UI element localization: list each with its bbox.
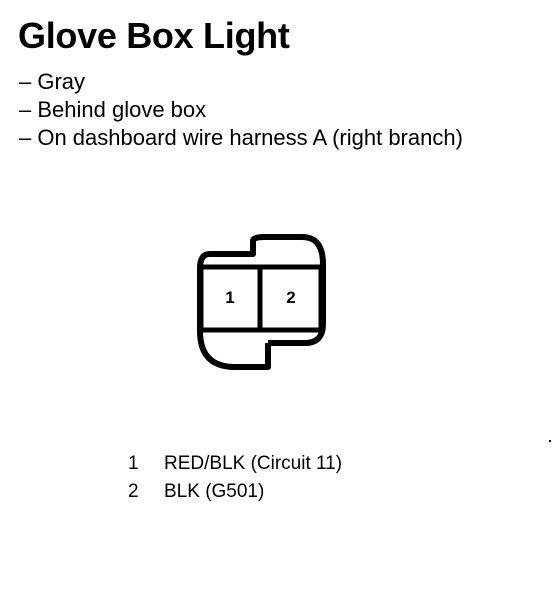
connector-diagram: 1 2 — [197, 234, 326, 370]
pin-number: 2 — [128, 481, 139, 502]
pin-number: 1 — [128, 453, 139, 474]
cavity-label-2: 2 — [286, 288, 295, 307]
connector-cavities — [198, 264, 324, 333]
pin-description: RED/BLK (Circuit 11) — [164, 453, 343, 474]
stray-mark — [549, 440, 551, 442]
page-title: Glove Box Light — [18, 15, 290, 56]
pin-row: 2 BLK (G501) — [128, 478, 342, 506]
detail-location: – Behind glove box — [19, 97, 207, 122]
cavity-label-1: 1 — [225, 288, 234, 307]
pin-row: 1 RED/BLK (Circuit 11) — [128, 450, 342, 478]
pin-description: BLK (G501) — [164, 481, 265, 502]
connector-details: – Gray – Behind glove box – On dashboard… — [19, 68, 463, 152]
pin-list: 1 RED/BLK (Circuit 11) 2 BLK (G501) — [128, 450, 342, 506]
detail-harness: – On dashboard wire harness A (right bra… — [19, 125, 463, 150]
cavity-2 — [257, 264, 324, 333]
detail-color: – Gray — [19, 69, 86, 94]
